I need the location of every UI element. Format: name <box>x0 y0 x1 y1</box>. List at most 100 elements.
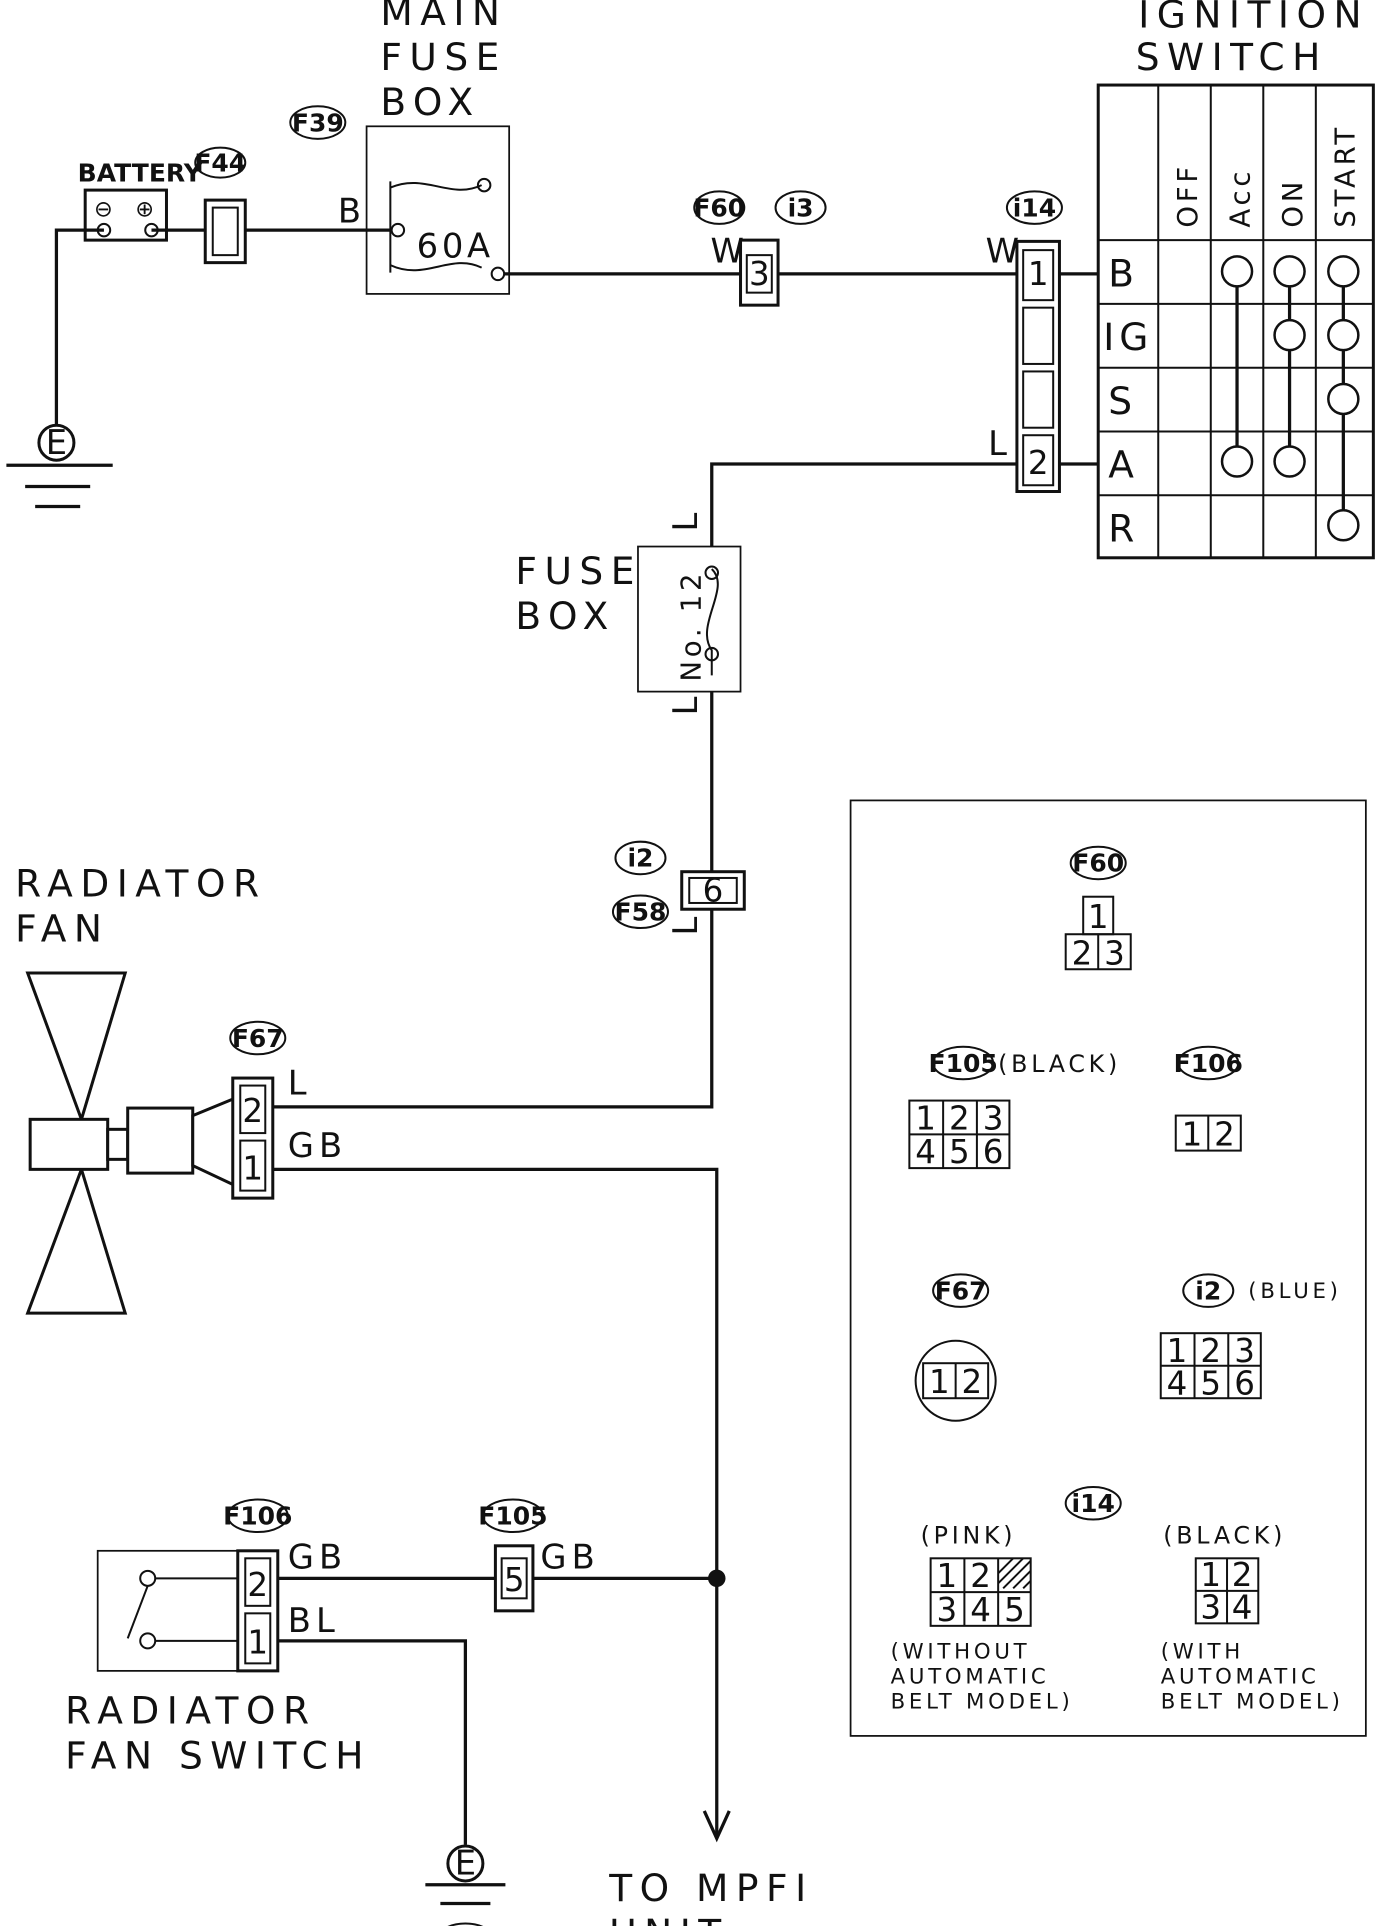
svg-text:F58: F58 <box>615 897 667 926</box>
svg-text:F105: F105 <box>478 1502 547 1531</box>
svg-text:3: 3 <box>937 1591 958 1629</box>
main-fuse-box: 60A <box>365 125 511 295</box>
svg-text:60A: 60A <box>417 227 494 266</box>
svg-text:⊖: ⊖ <box>94 196 113 222</box>
connector-tag-i2: i2 <box>614 840 667 876</box>
svg-text:6: 6 <box>703 872 724 910</box>
svg-text:BATTERY: BATTERY <box>78 158 203 187</box>
wire-color-l-3: L <box>666 696 705 715</box>
connector-i14: 1 2 <box>1015 239 1061 494</box>
svg-text:F44: F44 <box>194 148 246 177</box>
radiator-fan-switch <box>96 1549 239 1672</box>
svg-text:(BLUE): (BLUE) <box>1248 1279 1341 1304</box>
note-with-automatic-belt: (WITH AUTOMATIC BELT MODEL) <box>1161 1639 1344 1714</box>
connector-tag-f44: F44 <box>194 146 247 179</box>
svg-text:2: 2 <box>962 1363 983 1401</box>
to-mpfi-label: TO MPFI UNIT <box>608 1866 813 1926</box>
svg-text:GE: GE <box>447 1924 485 1926</box>
svg-text:1: 1 <box>1167 1332 1188 1370</box>
wire-color-l-2: L <box>666 513 705 532</box>
wire-color-bl: BL <box>288 1601 340 1640</box>
svg-text:S: S <box>1108 379 1132 423</box>
arrow-down-icon <box>702 1810 731 1843</box>
svg-text:2: 2 <box>247 1566 268 1604</box>
wire-color-w: W <box>711 232 744 271</box>
ignition-switch-title: IGNITION SWITCH <box>1136 0 1369 79</box>
connector-tag-f106-switch: F106 <box>223 1498 292 1534</box>
svg-text:BOX: BOX <box>515 594 615 638</box>
svg-text:(PINK): (PINK) <box>921 1521 1017 1549</box>
svg-text:i2: i2 <box>1195 1276 1221 1305</box>
svg-text:(WITHOUT: (WITHOUT <box>891 1639 1031 1664</box>
connector-f67: 2 1 <box>231 1076 275 1200</box>
svg-text:3: 3 <box>983 1099 1004 1137</box>
svg-text:6: 6 <box>983 1133 1004 1171</box>
svg-text:IGNITION: IGNITION <box>1138 0 1369 37</box>
svg-text:2: 2 <box>242 1092 263 1130</box>
wire-color-gb-3: GB <box>540 1537 599 1576</box>
ground-tag-ge: GE <box>447 1922 485 1926</box>
svg-text:3: 3 <box>1200 1588 1221 1626</box>
svg-text:BELT MODEL): BELT MODEL) <box>1161 1689 1344 1714</box>
svg-text:2: 2 <box>1232 1556 1253 1594</box>
svg-text:RADIATOR: RADIATOR <box>65 1688 316 1732</box>
svg-text:A: A <box>1108 443 1134 487</box>
connector-tag-i14: i14 <box>1005 190 1063 225</box>
svg-text:IG: IG <box>1103 315 1153 359</box>
radiator-fan-switch-title: RADIATOR FAN SWITCH <box>65 1688 363 1777</box>
fuse-box-no12: No. 12 <box>637 545 742 693</box>
svg-text:F60: F60 <box>1072 849 1124 878</box>
svg-text:BOX: BOX <box>380 80 480 124</box>
svg-text:2: 2 <box>949 1099 970 1137</box>
svg-text:2: 2 <box>1028 444 1049 482</box>
svg-text:MAIN: MAIN <box>380 0 507 34</box>
svg-text:UNIT: UNIT <box>609 1911 728 1926</box>
connector-tag-f60: F60 <box>693 190 746 225</box>
connector-i2-f58-pin6: 6 <box>680 870 746 911</box>
svg-text:F106: F106 <box>223 1502 292 1531</box>
svg-text:TO MPFI: TO MPFI <box>608 1866 813 1910</box>
svg-text:F67: F67 <box>232 1024 284 1053</box>
svg-text:(WITH: (WITH <box>1161 1639 1244 1664</box>
svg-text:2: 2 <box>1200 1332 1221 1370</box>
svg-text:3: 3 <box>749 255 770 293</box>
ground-symbol-e-bottom: E <box>425 1844 506 1906</box>
radiator-fan-title: RADIATOR FAN <box>15 862 266 951</box>
wire-color-b: B <box>338 192 361 231</box>
wire-color-w-2: W <box>986 232 1019 271</box>
svg-text:F39: F39 <box>292 108 344 137</box>
svg-text:i14: i14 <box>1072 1489 1115 1518</box>
note-without-automatic-belt: (WITHOUT AUTOMATIC BELT MODEL) <box>891 1639 1070 1714</box>
svg-text:RADIATOR: RADIATOR <box>15 862 266 906</box>
svg-text:ON: ON <box>1277 178 1309 228</box>
ignition-switch-table: OFF Acc ON START B IG S A R <box>1096 83 1375 560</box>
svg-text:FUSE: FUSE <box>380 35 507 79</box>
svg-text:START: START <box>1330 124 1362 228</box>
svg-text:3: 3 <box>1104 934 1125 972</box>
svg-text:2: 2 <box>1072 934 1093 972</box>
connector-tag-f105: F105 <box>478 1498 548 1534</box>
svg-text:5: 5 <box>504 1561 525 1599</box>
svg-text:(BLACK): (BLACK) <box>998 1050 1121 1078</box>
svg-text:1: 1 <box>247 1623 268 1661</box>
svg-text:2: 2 <box>970 1557 991 1595</box>
connector-legend-panel: F60 1 2 3 F105 (BLACK) 1 2 3 4 5 6 F106 … <box>849 799 1367 1737</box>
svg-text:1: 1 <box>1088 898 1109 936</box>
radiator-fan-motor <box>25 971 237 1315</box>
connector-tag-f67: F67 <box>229 1020 287 1056</box>
svg-text:i14: i14 <box>1013 193 1056 222</box>
svg-text:FAN: FAN <box>15 907 109 951</box>
svg-text:B: B <box>1108 251 1134 295</box>
svg-text:4: 4 <box>970 1591 991 1629</box>
svg-text:F67: F67 <box>935 1276 987 1305</box>
svg-text:1: 1 <box>937 1557 958 1595</box>
svg-text:1: 1 <box>929 1363 950 1401</box>
connector-f106: 2 1 <box>236 1549 280 1673</box>
svg-text:AUTOMATIC: AUTOMATIC <box>891 1664 1050 1689</box>
wire-color-l-1: L <box>988 424 1007 463</box>
svg-text:4: 4 <box>1232 1588 1253 1626</box>
fusible-link-f44 <box>203 198 247 265</box>
svg-text:1: 1 <box>1028 255 1049 293</box>
svg-text:⊕: ⊕ <box>135 196 154 222</box>
fuse-box-title: FUSE BOX <box>515 549 634 638</box>
